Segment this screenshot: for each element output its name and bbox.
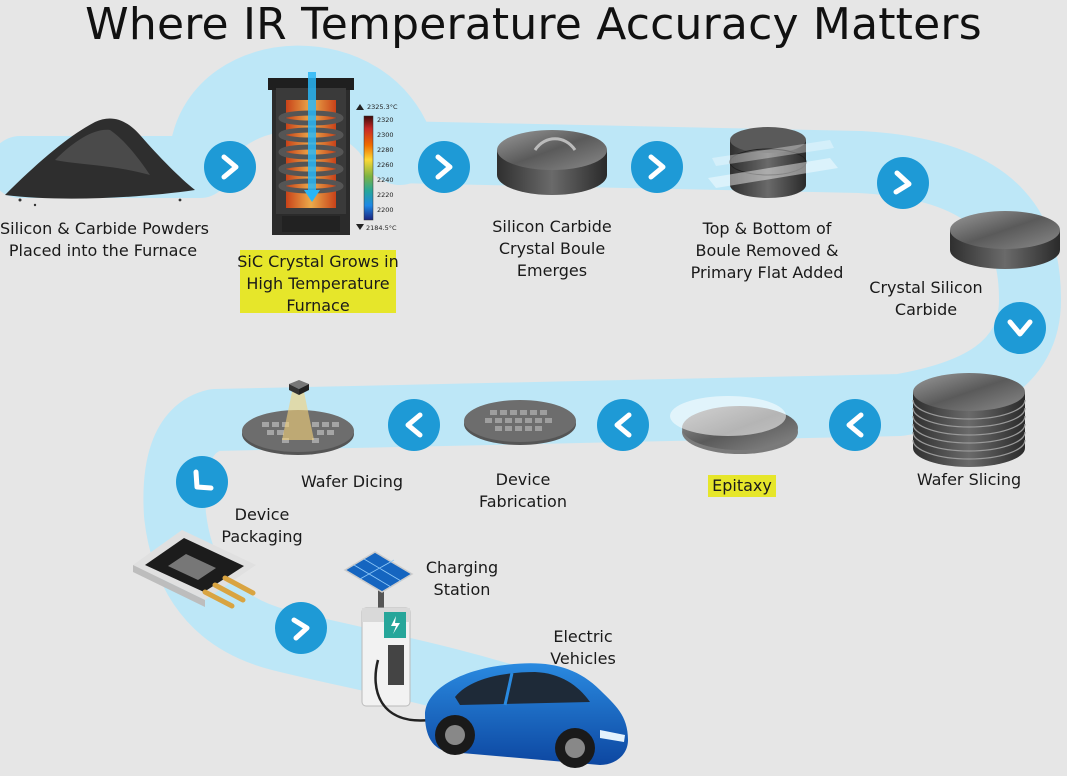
arrow-right-1 [204,141,256,193]
scale-tick: 2260 [377,161,394,169]
trimmed-boule-image [708,127,838,198]
arrow-down-left-1 [176,456,228,508]
chevron-right-icon [893,170,912,195]
step-label-crystal-sic: Crystal Silicon Carbide [869,278,983,319]
step-label-electric-vehicles: Electric Vehicles [550,627,616,668]
step-label-charging-station: Charging Station [425,558,499,599]
step-label-wafer-slicing: Wafer Slicing [916,470,1022,489]
scale-tick: 2300 [377,131,394,139]
chevron-left-icon [193,469,214,491]
chevron-right-icon [221,154,239,180]
step-label-device-packaging: Device Packaging [221,505,303,546]
scale-tick: 2220 [377,191,394,199]
scale-tick: 2200 [377,206,394,214]
flow-arrows [176,141,1046,654]
step-label-furnace: SiC Crystal Grows in High Temperature Fu… [237,252,399,315]
scale-max-label: 2325.3°C [367,103,398,111]
scale-tick: 2280 [377,146,394,154]
electric-vehicle-image [425,663,628,768]
step-label-trim: Top & Bottom of Boule Removed & Primary … [690,219,844,282]
device-package-image [133,530,256,609]
sic-puck-image [950,211,1060,269]
powder-pile-image [5,118,195,207]
dicing-wafer-image [242,380,354,455]
arrow-right-4 [877,157,929,209]
chevron-left-icon [614,412,632,438]
thermal-scale [356,104,374,230]
arrow-left-1 [829,399,881,451]
step-label-powders: Silicon & Carbide Powders Placed into th… [0,219,209,260]
arrow-left-2 [597,399,649,451]
scale-tick: 2320 [377,116,394,124]
arrow-right-2 [418,141,470,193]
chevron-down-icon [1007,319,1033,337]
arrow-right-3 [631,141,683,193]
fabricated-wafer-image [464,400,576,445]
step-label-wafer-dicing: Wafer Dicing [300,472,404,491]
highlight-epitaxy-step [708,475,776,497]
chevron-right-icon [291,617,310,641]
page-title: Where IR Temperature Accuracy Matters [85,0,982,50]
arrow-left-3 [388,399,440,451]
chevron-left-icon [846,412,864,438]
step-label-device-fabrication: Device Fabrication [479,470,567,511]
scale-tick: 2240 [377,176,394,184]
highlight-furnace-step [240,250,396,313]
crystal-boule-image [497,130,607,195]
furnace-image [268,72,354,235]
chevron-right-icon [435,154,453,180]
step-label-boule: Silicon Carbide Crystal Boule Emerges [492,217,612,280]
scale-ticks: 2320 2300 2280 2260 2240 2220 2200 [377,116,394,214]
arrow-down-1 [994,302,1046,354]
chevron-left-icon [405,412,423,438]
chevron-right-icon [648,154,666,180]
wafer-stack-image [912,373,1026,467]
arrow-right-5 [275,602,327,654]
step-label-epitaxy: Epitaxy [712,476,772,495]
epitaxy-wafer-image [670,396,798,454]
scale-min-label: 2184.5°C [366,224,397,232]
charging-station-image [343,551,431,722]
